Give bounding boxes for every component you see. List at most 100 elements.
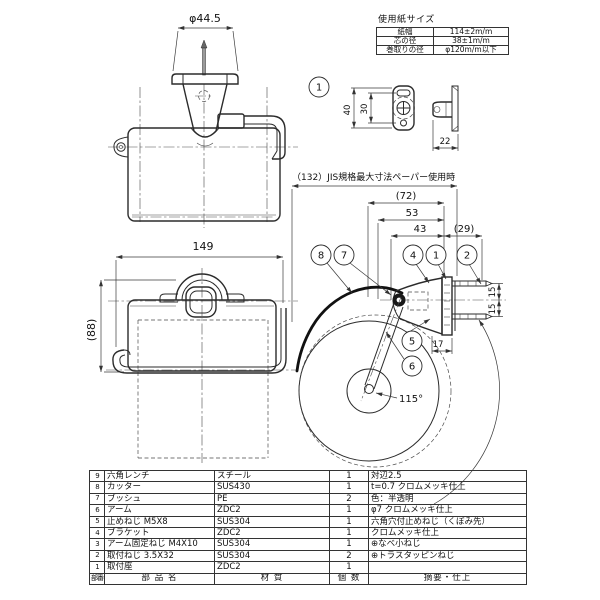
part-remark: 六角穴付止めねじ（くぼみ先） — [368, 515, 527, 528]
parts-header-remark: 摘要・仕上 — [368, 572, 527, 585]
dim-top-diameter: φ44.5 — [189, 12, 221, 25]
part-balloons: 8 7 4 1 2 5 6 — [310, 244, 482, 377]
paper-size-label: 巻取りの径 — [376, 45, 434, 55]
paper-size-value: 38±1m/m — [433, 36, 509, 46]
dim-angle: 115° — [399, 394, 423, 405]
part-remark: クロムメッキ仕上 — [368, 526, 527, 540]
side-view: （132）JIS規格最大寸法ペーパー使用時 (72) 53 43 (29) — [291, 171, 506, 505]
part-name: 止めねじ M5X8 — [104, 515, 215, 528]
balloon-1 — [425, 244, 447, 266]
dim-detail-22: 22 — [440, 137, 451, 147]
paper-size-table: 使用紙サイズ 紙幅 114±2m/m 芯の径 38±1m/m 巻取りの径 φ12… — [376, 12, 509, 55]
part-no: 8 — [89, 481, 105, 494]
dim-detail-40: 40 — [343, 105, 353, 116]
part-remark: t=0.7 クロムメッキ仕上 — [368, 481, 527, 494]
part-remark: 対辺2.5 — [368, 469, 527, 483]
paper-size-value: 114±2m/m — [433, 27, 509, 37]
parts-row: 7 ブッシュ PE 2 色：半透明 — [89, 492, 527, 506]
parts-row: 1 取付座 ZDC2 1 — [89, 561, 527, 574]
balloon-4-label: 4 — [410, 251, 416, 262]
part-name: アーム固定ねじ M4X10 — [104, 538, 215, 551]
parts-list-table: 9 六角レンチ スチール 1 対辺2.5 8 カッター SUS430 1 t=0… — [89, 469, 527, 585]
spindle-pin-icon — [200, 39, 208, 76]
part-name: 取付ねじ 3.5X32 — [104, 549, 215, 563]
parts-header-name: 部 品 名 — [104, 572, 215, 585]
part-material: SUS304 — [214, 549, 330, 563]
parts-header-qty: 個 数 — [329, 572, 369, 585]
arm — [360, 296, 404, 402]
part-no: 5 — [89, 515, 105, 528]
part-qty: 1 — [329, 469, 369, 483]
part-name: 取付座 — [104, 561, 215, 574]
parts-row: 9 六角レンチ スチール 1 対辺2.5 — [89, 469, 527, 483]
part-material: PE — [214, 492, 330, 506]
mounting-screw-lower — [451, 313, 494, 320]
detail-balloon-label: 1 — [316, 83, 322, 94]
part-name: カッター — [104, 481, 215, 494]
part-no: 6 — [89, 504, 105, 517]
part-no: 4 — [89, 526, 105, 540]
bracket-detail-view: 1 40 30 22 — [308, 76, 459, 151]
part-material: ZDC2 — [214, 526, 330, 540]
front-view: 149 (88) — [85, 240, 298, 463]
part-name: ブラケット — [104, 526, 215, 540]
dim-15-lower: 15 — [488, 304, 498, 315]
parts-header-material: 材 質 — [214, 572, 330, 585]
balloon-4 — [402, 244, 424, 266]
part-name: アーム — [104, 504, 215, 517]
dim-29: (29) — [454, 224, 475, 235]
cutter-blade — [295, 285, 404, 373]
part-qty: 1 — [329, 515, 369, 528]
part-qty: 1 — [329, 504, 369, 517]
dim-43: 43 — [414, 224, 427, 235]
paper-size-title: 使用紙サイズ — [378, 15, 435, 25]
part-remark: φ7 クロムメッキ仕上 — [368, 504, 527, 517]
parts-row: 3 アーム固定ねじ M4X10 SUS304 1 ⊕なべ小ねじ — [89, 538, 527, 551]
dim-jis-note: （132）JIS規格最大寸法ペーパー使用時 — [292, 171, 455, 183]
parts-row: 8 カッター SUS430 1 t=0.7 クロムメッキ仕上 — [89, 481, 527, 494]
dim-53: 53 — [406, 208, 419, 219]
parts-row: 4 ブラケット ZDC2 1 クロムメッキ仕上 — [89, 526, 527, 540]
part-qty: 2 — [329, 492, 369, 506]
parts-header-row: 部番 部 品 名 材 質 個 数 摘要・仕上 — [89, 572, 527, 585]
part-qty: 1 — [329, 561, 369, 574]
balloon-6-label: 6 — [409, 362, 415, 373]
paper-size-row: 巻取りの径 φ120m/m以下 — [376, 45, 509, 55]
balloon-5 — [401, 330, 423, 352]
part-material: SUS304 — [214, 515, 330, 528]
part-no: 9 — [89, 469, 105, 483]
part-no: 2 — [89, 549, 105, 563]
part-material: SUS430 — [214, 481, 330, 494]
part-qty: 1 — [329, 481, 369, 494]
part-material: ZDC2 — [214, 504, 330, 517]
top-view: φ44.5 — [108, 12, 298, 228]
dim-front-width: 149 — [193, 240, 214, 253]
balloon-8 — [310, 244, 332, 266]
part-name: ブッシュ — [104, 492, 215, 506]
part-material: SUS304 — [214, 538, 330, 551]
part-material: スチール — [214, 469, 330, 483]
part-qty: 2 — [329, 549, 369, 563]
balloon-2 — [456, 244, 478, 266]
part-no: 7 — [89, 492, 105, 506]
balloon-8-label: 8 — [318, 251, 324, 262]
balloon-1-label: 1 — [433, 251, 439, 262]
mounting-screw-upper — [451, 280, 494, 287]
part-remark — [368, 561, 527, 574]
part-remark: ⊕トラスタッピンねじ — [368, 549, 527, 563]
balloon-7-label: 7 — [341, 251, 347, 262]
part-remark: ⊕なべ小ねじ — [368, 538, 527, 551]
part-qty: 1 — [329, 526, 369, 540]
detail-balloon-circle — [308, 76, 330, 98]
balloon-6 — [401, 355, 423, 377]
dim-detail-30: 30 — [360, 104, 370, 115]
paper-size-value: φ120m/m以下 — [433, 45, 509, 55]
part-no: 3 — [89, 538, 105, 551]
parts-row: 2 取付ねじ 3.5X32 SUS304 2 ⊕トラスタッピンねじ — [89, 549, 527, 563]
dim-front-height: (88) — [85, 319, 98, 342]
dim-17: 17 — [433, 340, 444, 350]
dim-15-upper: 15 — [488, 287, 498, 298]
dim-72: (72) — [396, 191, 417, 202]
